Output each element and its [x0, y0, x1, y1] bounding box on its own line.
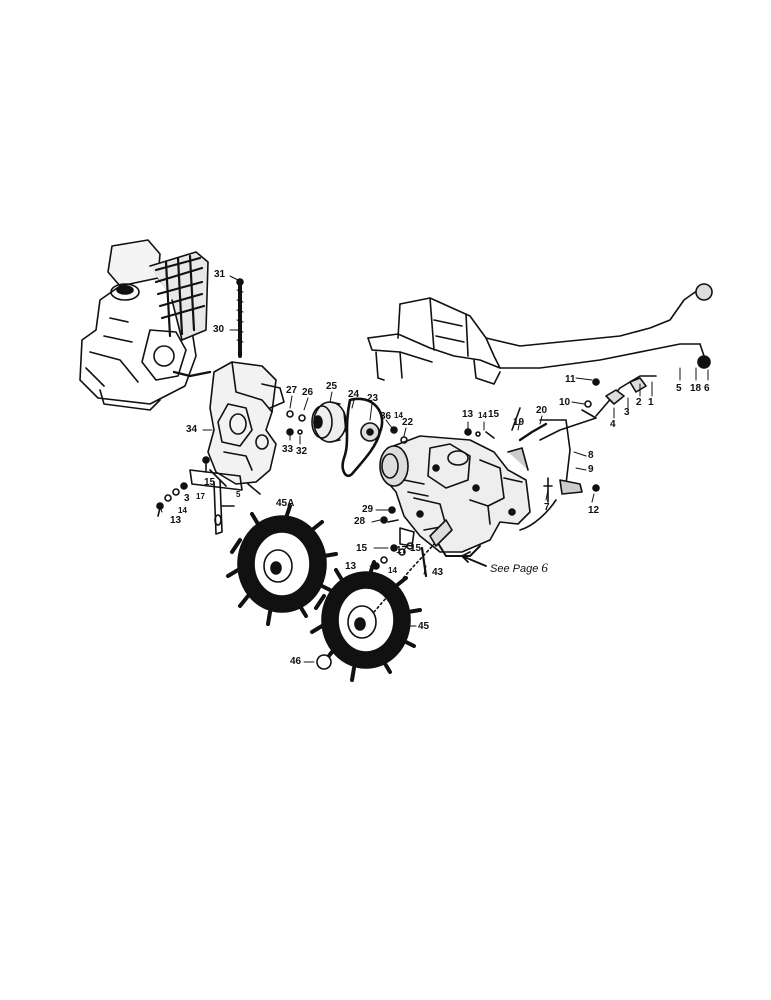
callout-20: 20 — [536, 405, 548, 416]
pulley — [311, 401, 347, 443]
callout-45a: 45A — [276, 498, 295, 509]
callout-17-mid: 17 — [396, 545, 408, 556]
callout-1: 1 — [648, 397, 654, 408]
callout-9: 9 — [588, 464, 594, 475]
callout-18: 18 — [690, 383, 702, 394]
callout-36: 36 — [380, 411, 392, 422]
callout-22: 22 — [402, 417, 414, 428]
callout-45: 45 — [418, 621, 430, 632]
callout-8: 8 — [588, 450, 594, 461]
callout-2: 2 — [636, 397, 642, 408]
control-linkage — [507, 375, 657, 531]
callout-11: 11 — [565, 374, 576, 385]
callout-30: 30 — [213, 324, 225, 335]
gear-case-bracket — [207, 361, 285, 495]
callout-14-upper: 14 — [394, 411, 403, 420]
callout-19: 19 — [513, 417, 525, 428]
callout-7: 7 — [544, 502, 550, 513]
callout-15-left: 15 — [204, 477, 216, 488]
callout-13-upper: 13 — [462, 409, 474, 420]
callout-25: 25 — [326, 381, 338, 392]
callout-43: 43 — [432, 567, 444, 578]
callout-3: 3 — [624, 407, 630, 418]
callout-5: 5 — [676, 383, 682, 394]
callout-33: 33 — [282, 444, 294, 455]
callout-14-top: 14 — [478, 411, 487, 420]
leader-lines — [159, 275, 709, 663]
callout-28: 28 — [354, 516, 366, 527]
callout-13-left: 13 — [170, 515, 182, 526]
callout-6: 6 — [704, 383, 710, 394]
callout-13-mid: 13 — [345, 561, 357, 572]
callout-15-far: 3 — [184, 493, 190, 504]
callout-26: 26 — [302, 387, 314, 398]
callout-23: 23 — [367, 393, 379, 404]
callout-5-left: 5 — [236, 490, 241, 499]
callout-24: 24 — [348, 389, 360, 400]
callout-27: 27 — [286, 385, 298, 396]
callout-32: 32 — [296, 446, 308, 457]
callout-12: 12 — [588, 505, 600, 516]
engine — [79, 239, 212, 411]
callout-10: 10 — [559, 397, 571, 408]
callout-31: 31 — [214, 269, 226, 280]
belt — [341, 397, 384, 478]
see-page-arrow — [461, 551, 487, 567]
callout-46: 46 — [290, 656, 302, 667]
handlebar-frame — [367, 283, 713, 385]
hardware-center — [236, 278, 600, 570]
see-page-number: 6 — [541, 560, 548, 575]
callout-15-right: 15 — [410, 543, 422, 554]
see-page-text: See Page — [490, 563, 539, 575]
callout-29: 29 — [362, 504, 374, 515]
callout-15-upper: 15 — [488, 409, 500, 420]
callout-4: 4 — [610, 419, 616, 430]
callout-34: 34 — [186, 424, 198, 435]
sprocket — [360, 422, 380, 442]
callout-14-mid: 14 — [388, 566, 397, 575]
see-page-note: See Page 6 — [490, 560, 548, 576]
axle-line — [373, 539, 439, 613]
callout-17-left: 17 — [196, 492, 205, 501]
wheel-left — [226, 504, 338, 626]
transmission — [379, 435, 531, 557]
callout-14-left: 14 — [178, 506, 187, 515]
callout-15-mid: 15 — [356, 543, 368, 554]
hardware-left — [156, 456, 210, 517]
support-bracket — [189, 469, 243, 535]
